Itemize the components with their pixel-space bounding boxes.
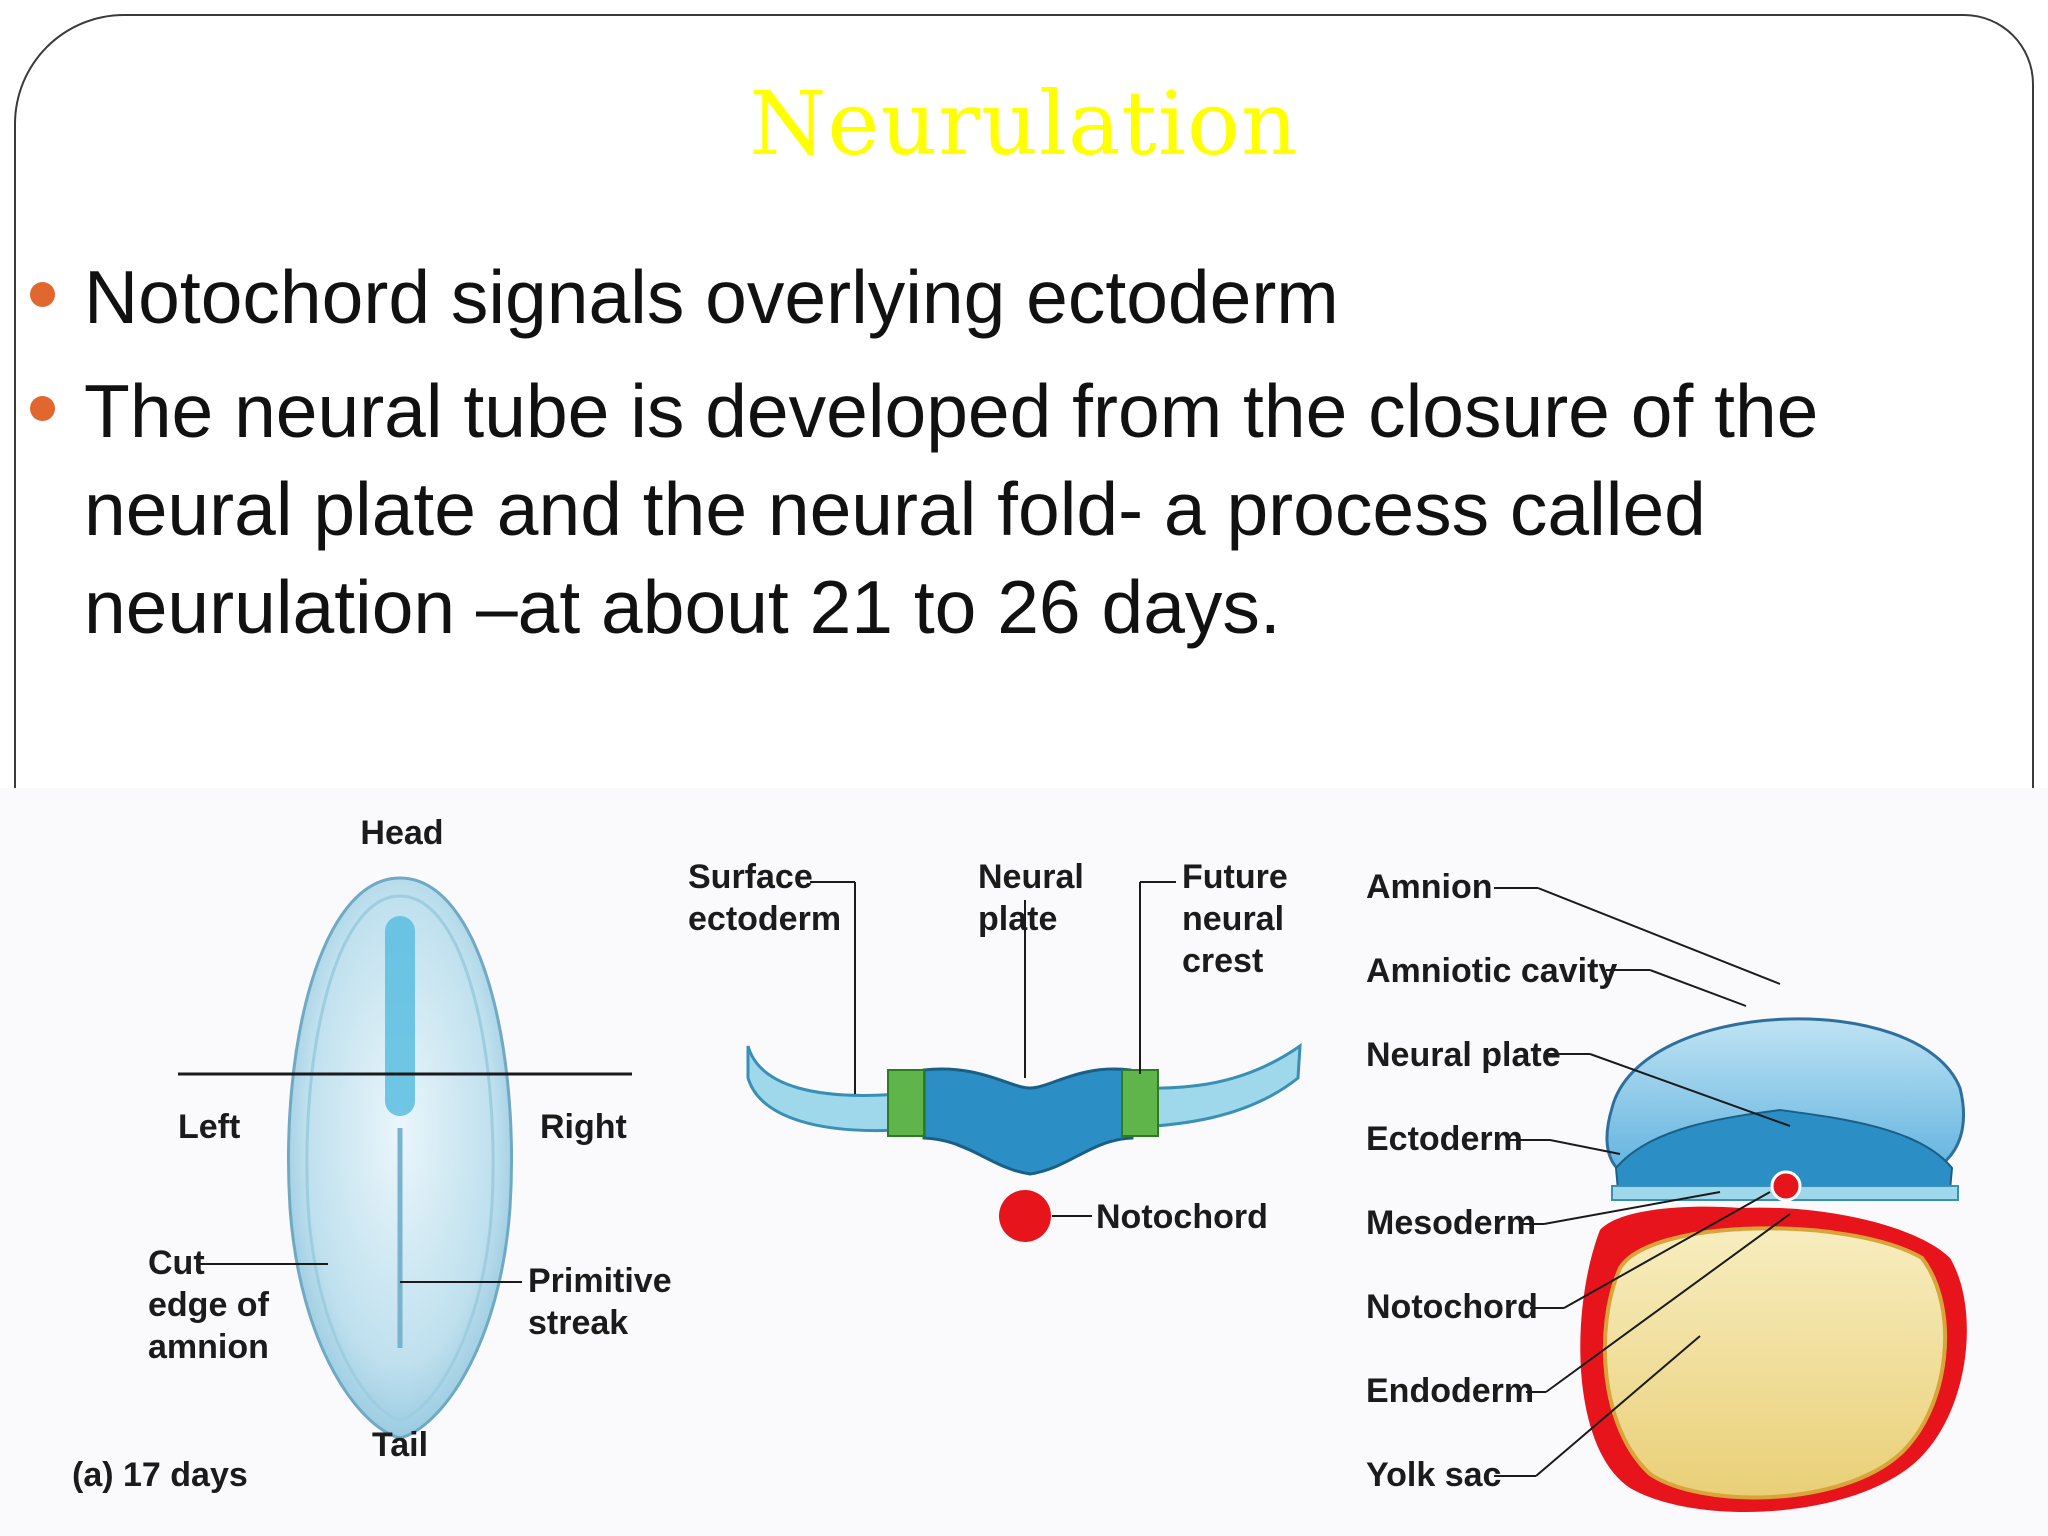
slide-title: Neurulation xyxy=(749,72,1299,175)
label-crest-3: crest xyxy=(1182,942,1263,980)
layers-panel: Amnion Amniotic cavity Neural plate Ecto… xyxy=(1366,868,1967,1512)
bullet-text: Notochord signals overlying ectoderm xyxy=(84,255,1339,339)
label-amniotic-cavity: Amniotic cavity xyxy=(1366,952,1617,990)
label-neural-plate: Neural plate xyxy=(1366,1036,1561,1074)
pointer-endo xyxy=(1545,1213,1791,1393)
label-endoderm: Endoderm xyxy=(1366,1372,1534,1410)
neural-plate-region xyxy=(385,916,415,1116)
pointer-cavity xyxy=(1649,969,1747,1007)
embryo-panel: Head Left Right Cut edge of amnion Primi… xyxy=(72,814,672,1494)
pointer-noto xyxy=(1563,1191,1771,1309)
bullet-item: The neural tube is developed from the cl… xyxy=(22,362,2012,656)
bullet-item: Notochord signals overlying ectoderm xyxy=(22,248,2012,346)
label-cut-2: edge of xyxy=(148,1286,270,1324)
label-notochord: Notochord xyxy=(1096,1198,1268,1236)
label-crest-2: neural xyxy=(1182,900,1284,938)
bullet-list: Notochord signals overlying ectoderm The… xyxy=(22,248,2012,672)
amnion-edge xyxy=(305,894,495,1422)
bullet-dot-icon xyxy=(30,396,55,421)
slide-frame xyxy=(14,14,2034,1514)
label-left: Left xyxy=(178,1108,240,1146)
neurulation-diagram: Head Left Right Cut edge of amnion Primi… xyxy=(72,814,1967,1512)
cross-section-panel: Surface ectoderm Neural plate Future neu… xyxy=(688,858,1302,1242)
label-neural-1: Neural xyxy=(978,858,1084,896)
pointer-meso xyxy=(1543,1191,1721,1225)
label-surface-1: Surface xyxy=(688,858,813,896)
label-right: Right xyxy=(540,1108,627,1146)
label-tail: Tail xyxy=(372,1426,428,1464)
neural-plate-layer xyxy=(1614,1108,1954,1191)
yolk-sac-shape xyxy=(1602,1226,1947,1500)
label-notochord-layer: Notochord xyxy=(1366,1288,1538,1326)
pointer-ecto xyxy=(1549,1139,1621,1155)
label-amnion: Amnion xyxy=(1366,868,1493,906)
neural-crest-left xyxy=(887,1069,925,1137)
label-crest-1: Future xyxy=(1182,858,1288,896)
label-streak-2: streak xyxy=(528,1304,628,1342)
label-streak-1: Primitive xyxy=(528,1262,672,1300)
neural-crest-right xyxy=(1121,1069,1159,1137)
pointer-amnion xyxy=(1537,887,1781,985)
label-ectoderm: Ectoderm xyxy=(1366,1120,1523,1158)
pointer-plate-layer xyxy=(1589,1053,1791,1127)
notochord-dot xyxy=(1770,1170,1802,1202)
label-mesoderm: Mesoderm xyxy=(1366,1204,1536,1242)
label-caption: (a) 17 days xyxy=(72,1456,248,1494)
label-neural-2: plate xyxy=(978,900,1057,938)
label-yolk-sac: Yolk sac xyxy=(1366,1456,1501,1494)
label-head: Head xyxy=(360,814,443,852)
bullet-dot-icon xyxy=(30,282,55,307)
label-cut-3: amnion xyxy=(148,1328,269,1366)
notochord-circle xyxy=(999,1190,1051,1242)
label-cut-1: Cut xyxy=(148,1244,205,1282)
bullet-text: The neural tube is developed from the cl… xyxy=(84,369,1819,649)
neurulation-figure: Head Left Right Cut edge of amnion Primi… xyxy=(0,788,2048,1536)
label-surface-2: ectoderm xyxy=(688,900,841,938)
pointer-yolk xyxy=(1535,1335,1701,1477)
neural-plate-shape xyxy=(922,1067,1134,1176)
